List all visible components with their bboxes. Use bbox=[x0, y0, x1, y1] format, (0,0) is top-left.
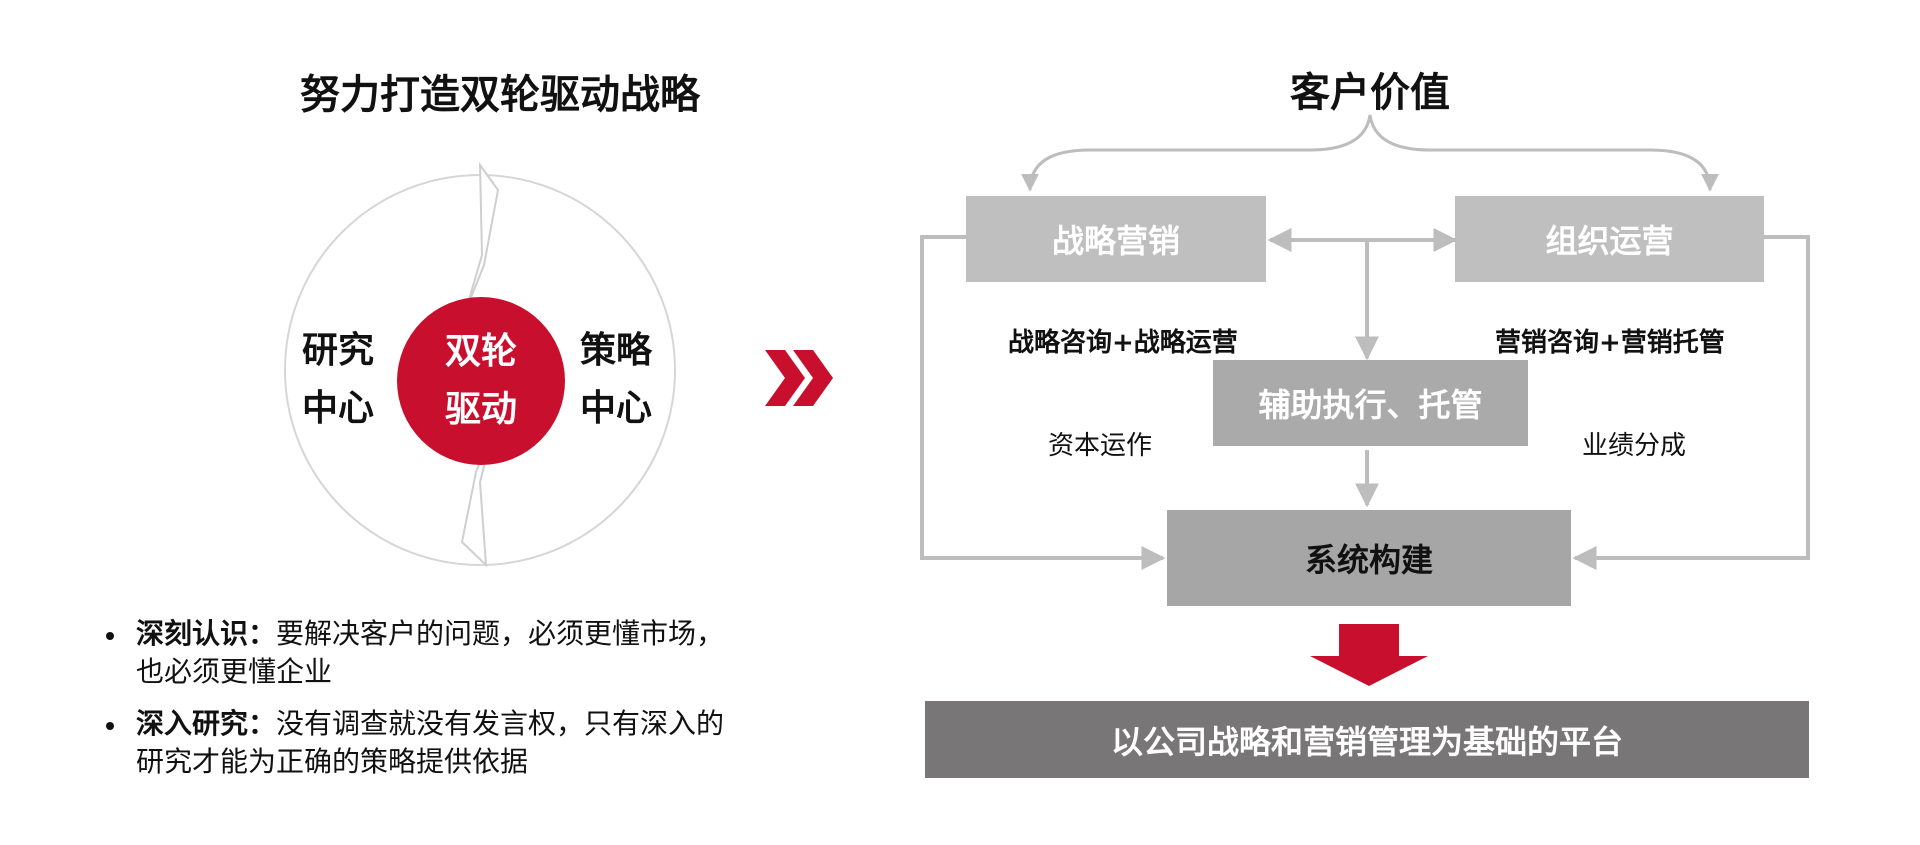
bullet-item-research: 深入研究：没有调查就没有发言权，只有深入的 研究才能为正确的策略提供依据 bbox=[100, 705, 820, 781]
caption-marketing-consulting: 营销咨询+营销托管 bbox=[1495, 328, 1725, 358]
platform-base-box: 以公司战略和营销管理为基础的平台 bbox=[925, 701, 1809, 778]
system-build-box: 系统构建 bbox=[1167, 510, 1571, 606]
bullet-heading: 深入研究： bbox=[136, 707, 277, 740]
wheel-text-line2: 驱动 bbox=[444, 389, 517, 430]
bullet-text: 要解决客户的问题，必须更懂市场， bbox=[276, 617, 725, 650]
dual-wheel-circle: 双轮 驱动 bbox=[397, 297, 565, 465]
strategy-center-line1: 策略 bbox=[579, 330, 652, 371]
right-title: 客户价值 bbox=[1290, 70, 1450, 116]
strategic-marketing-box: 战略营销 bbox=[966, 196, 1266, 282]
wheel-text-line1: 双轮 bbox=[444, 331, 517, 372]
cycle-ring-diagram bbox=[284, 161, 676, 568]
org-operations-box: 组织运营 bbox=[1455, 196, 1764, 282]
assist-execution-box: 辅助执行、托管 bbox=[1213, 360, 1528, 446]
research-center-label: 研究 中心 bbox=[288, 322, 388, 438]
caption-capital-operation: 资本运作 bbox=[1048, 431, 1153, 461]
bullet-item-understanding: 深刻认识：要解决客户的问题，必须更懂市场， 也必须更懂企业 bbox=[100, 615, 820, 691]
bullet-heading: 深刻认识： bbox=[136, 617, 277, 650]
left-title: 努力打造双轮驱动战略 bbox=[300, 72, 700, 118]
bullet-text-continued: 研究才能为正确的策略提供依据 bbox=[136, 745, 529, 778]
research-center-line1: 研究 bbox=[301, 330, 374, 371]
bullet-dot-icon bbox=[106, 632, 114, 640]
strategy-center-line2: 中心 bbox=[579, 388, 652, 429]
caption-performance-sharing: 业绩分成 bbox=[1582, 431, 1687, 461]
caption-strategy-consulting: 战略咨询+战略运营 bbox=[1008, 328, 1238, 358]
bullet-text-continued: 也必须更懂企业 bbox=[136, 655, 333, 688]
bullet-text: 没有调查就没有发言权，只有深入的 bbox=[276, 707, 725, 740]
research-center-line2: 中心 bbox=[301, 388, 374, 429]
double-chevron-icon bbox=[765, 350, 833, 406]
bullet-list: 深刻认识：要解决客户的问题，必须更懂市场， 也必须更懂企业 深入研究：没有调查就… bbox=[100, 615, 820, 795]
strategy-center-label: 策略 中心 bbox=[566, 322, 666, 438]
bullet-dot-icon bbox=[106, 722, 114, 730]
